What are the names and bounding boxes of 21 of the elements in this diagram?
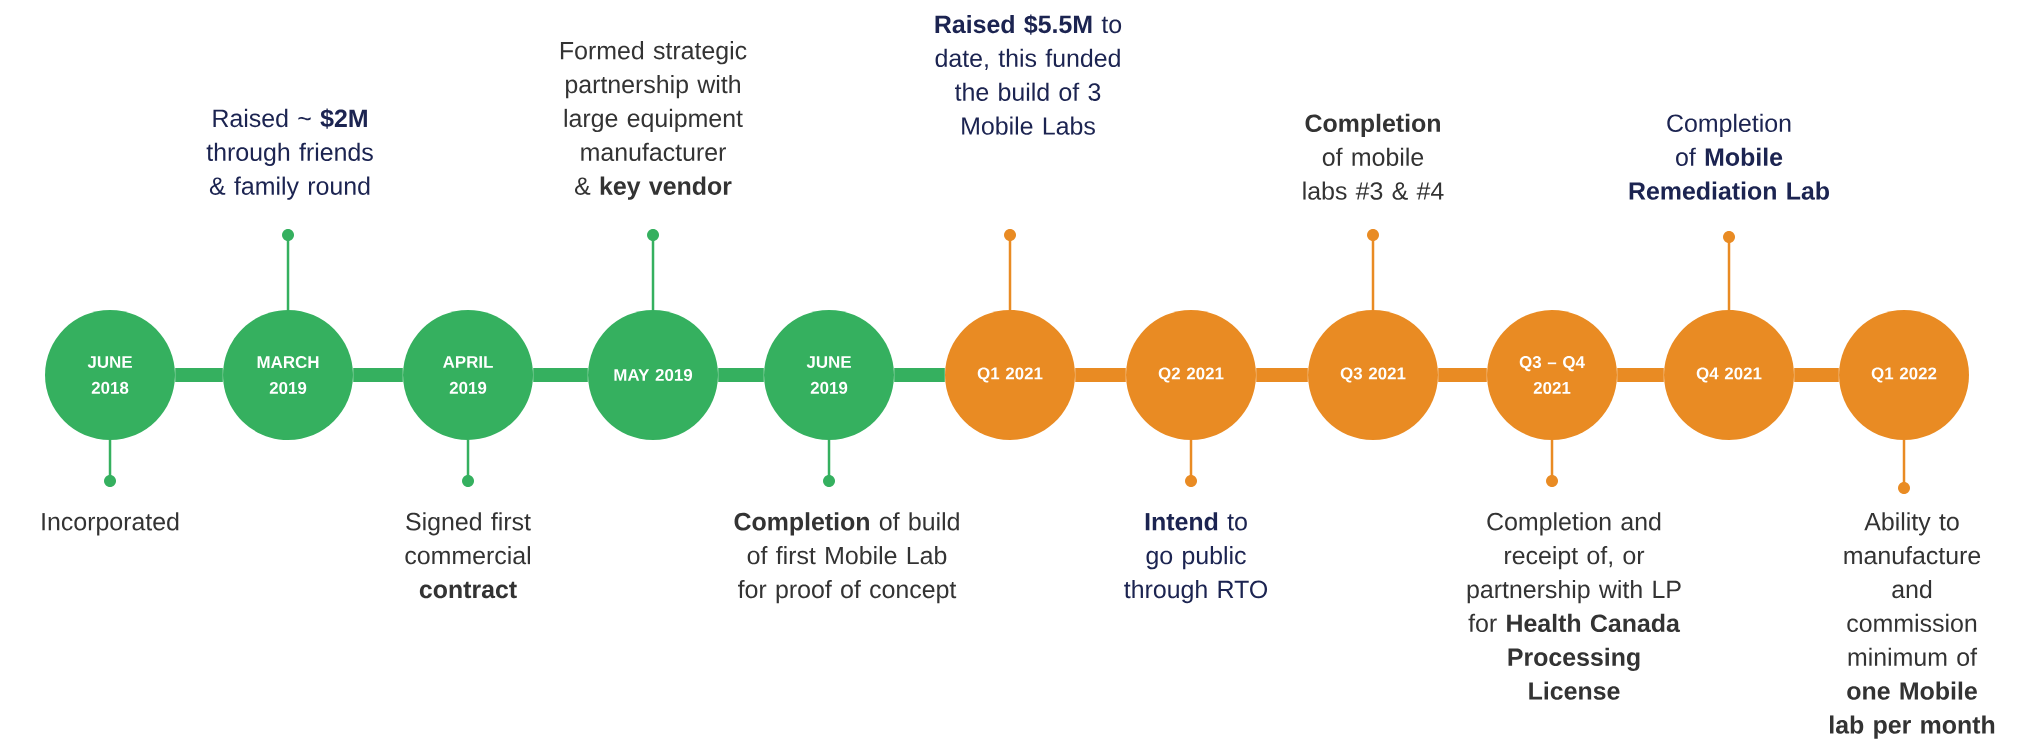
milestone-text: Ability to manufacture and commission minimum of one Mobile lab per month (1830, 512, 1995, 739)
timeline-bar (894, 368, 945, 382)
milestone-text: Completion of mobile labs #3 & #4 (1303, 113, 1444, 200)
timeline-bar (1794, 368, 1839, 382)
milestone-text: Raised ~ $2M through friends & family round (206, 108, 373, 200)
timeline-bar (353, 368, 403, 382)
milestone-text: Formed strategic partnership with large equipment manufacturer & key vendor (560, 41, 747, 200)
milestone-text: Signed first commercial contract (405, 512, 531, 599)
timeline-bar (1617, 368, 1664, 382)
milestone-text: Completion and receipt of, or partnership with LP for Health Canada Processing License (1467, 512, 1681, 700)
milestone-text: Intend to go public through RTO (1124, 512, 1268, 604)
timeline-bar (1075, 368, 1126, 382)
timeline-bar (533, 368, 588, 382)
timeline-bar (175, 368, 223, 382)
timeline-bar (1438, 368, 1487, 382)
milestone-text: Completion of Mobile Remediation Lab (1629, 113, 1829, 200)
timeline-bar (718, 368, 764, 382)
milestone-text: Raised $5.5M to date, this funded the build of 3 Mobile Labs (935, 14, 1122, 135)
timeline-bar (1256, 368, 1308, 382)
milestone-text: Incorporated (42, 512, 179, 536)
milestone-text: Completion of build of first Mobile Lab for proof of concept (734, 512, 959, 604)
